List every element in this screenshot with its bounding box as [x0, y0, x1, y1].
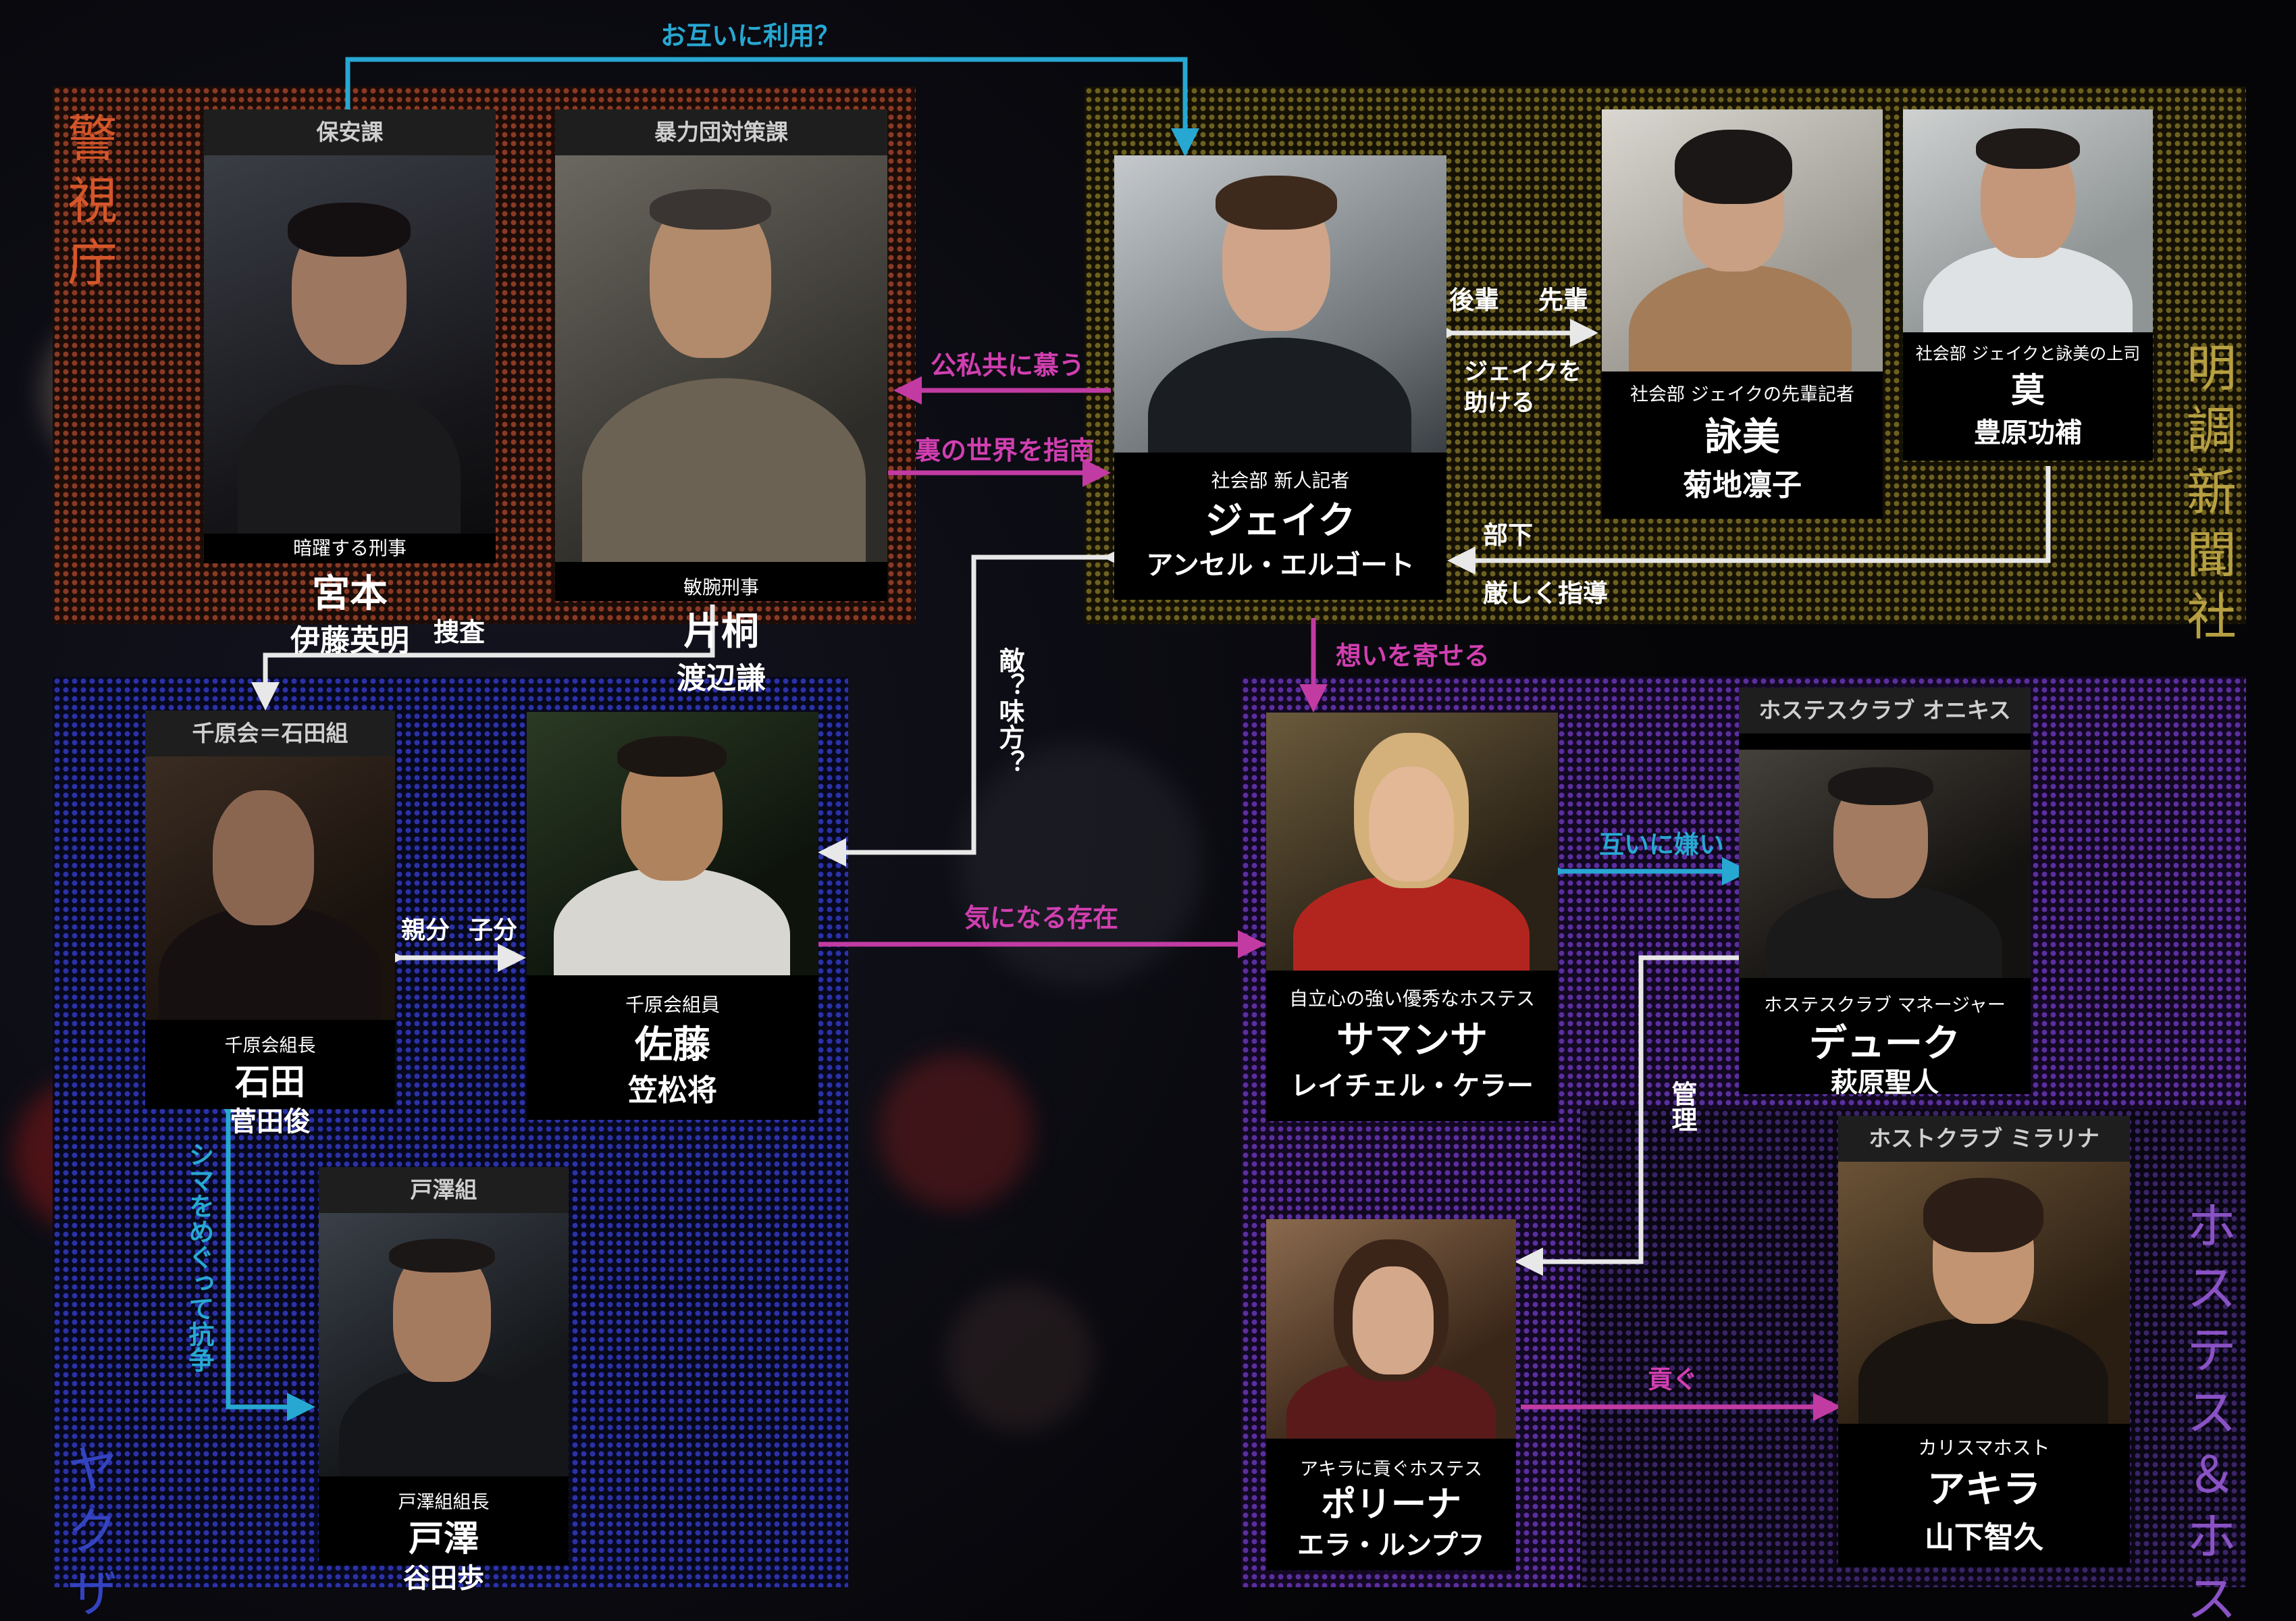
portrait-akira — [1838, 1162, 2130, 1424]
label-junior: 後輩 — [1449, 286, 1499, 315]
label-boss: 親分 — [401, 917, 450, 944]
role: カリスマホスト — [1918, 1437, 2050, 1459]
actor-name: 菊地凛子 — [1683, 468, 1802, 503]
label-enemy-ally: 敵？味方？ — [995, 647, 1024, 775]
group-label-hostess-host: ホステス＆ホスト — [2187, 1198, 2237, 1621]
character-name: ポリーナ — [1320, 1484, 1461, 1525]
actor-name: レイチェル・ケラー — [1290, 1071, 1534, 1102]
label-strict: 厳しく指導 — [1483, 579, 1608, 608]
actor-name: アンセル・エルゴート — [1146, 550, 1415, 581]
card-emi[interactable]: 社会部 ジェイクの先輩記者 詠美 菊地凛子 — [1602, 109, 1883, 519]
character-name: 片桐 — [683, 609, 759, 654]
actor-name: 笠松将 — [628, 1073, 717, 1108]
actor-name: 伊藤英明 — [290, 623, 409, 658]
role: 社会部 ジェイクと詠美の上司 — [1915, 344, 2141, 363]
card-katagiri[interactable]: 暴力団対策課 敏腕刑事 片桐 渡辺謙 — [555, 109, 887, 696]
arrow-manage — [1515, 955, 1749, 1276]
label-mutual-use: お互いに利用？ — [660, 21, 841, 51]
role: 社会部 ジェイクの先輩記者 — [1629, 384, 1855, 405]
card-sato[interactable]: 千原会組員 佐藤 笠松将 — [527, 712, 818, 1120]
card-akira[interactable]: ホストクラブ ミラリナ カリスマホスト アキラ 山下智久 — [1838, 1116, 2130, 1567]
character-name: ジェイク — [1205, 498, 1356, 543]
label-investigation: 捜査 — [434, 617, 486, 647]
actor-name: 豊原功補 — [1974, 417, 2082, 448]
group-label-police: 警視庁 — [68, 110, 118, 292]
portrait-miyamoto — [204, 155, 496, 534]
card-miyamoto[interactable]: 保安課 暗躍する刑事 宮本 伊藤英明 — [204, 109, 496, 658]
portrait-emi — [1602, 109, 1883, 371]
actor-name: 萩原聖人 — [1831, 1067, 1939, 1098]
card-polina[interactable]: アキラに貢ぐホステス ポリーナ エラ・ルンプフ — [1266, 1219, 1516, 1570]
character-name: サマンサ — [1336, 1018, 1488, 1062]
role: 社会部 新人記者 — [1211, 469, 1350, 492]
portrait-samantha — [1266, 713, 1558, 971]
character-name: 佐藤 — [635, 1023, 710, 1067]
label-feelings: 想いを寄せる — [1336, 641, 1490, 671]
card-header: 保安課 — [204, 109, 496, 155]
character-name: 宮本 — [312, 571, 388, 616]
portrait-katagiri — [555, 155, 887, 562]
role: 千原会組員 — [625, 994, 720, 1016]
role: 千原会組長 — [224, 1035, 316, 1056]
group-label-yakuza: ヤクザ — [68, 1441, 118, 1621]
role: ホステスクラブ マネージャー — [1764, 995, 2006, 1016]
portrait-baku — [1903, 109, 2153, 332]
arrow-territory-feud — [214, 1089, 315, 1421]
label-manage: 管理 — [1667, 1081, 1697, 1132]
character-name: 莫 — [2011, 370, 2045, 410]
bokeh-light — [945, 1283, 1094, 1432]
label-public-private: 公私共に慕う — [931, 351, 1085, 380]
character-name: 詠美 — [1704, 415, 1780, 459]
portrait-sato — [527, 712, 818, 975]
portrait-jake — [1114, 155, 1446, 453]
arrow-enemy-ally — [818, 543, 1131, 867]
character-name: 石田 — [234, 1062, 305, 1103]
character-name: 戸澤 — [408, 1518, 479, 1560]
label-support: 貢ぐ — [1648, 1365, 1698, 1394]
bokeh-light — [878, 1054, 1033, 1209]
label-senior: 先輩 — [1538, 286, 1588, 315]
label-curious: 気になる存在 — [964, 903, 1119, 933]
card-jake[interactable]: 社会部 新人記者 ジェイク アンセル・エルゴート — [1114, 155, 1446, 600]
role: 敏腕刑事 — [683, 576, 759, 598]
card-samantha[interactable]: 自立心の強い優秀なホステス サマンサ レイチェル・ケラー — [1266, 713, 1558, 1121]
card-header: ホストクラブ ミラリナ — [1838, 1116, 2130, 1162]
role: 自立心の強い優秀なホステス — [1288, 987, 1535, 1010]
actor-name: 渡辺謙 — [677, 661, 766, 696]
role: アキラに貢ぐホステス — [1300, 1459, 1482, 1480]
card-ishida[interactable]: 千原会＝石田組 千原会組長 石田 菅田俊 — [145, 711, 395, 1137]
label-subordinate: 部下 — [1483, 521, 1533, 550]
card-header: 千原会＝石田組 — [145, 711, 395, 756]
card-header: ホステスクラブ オニキス — [1739, 688, 2031, 734]
card-header: 戸澤組 — [319, 1167, 569, 1213]
arrow-mutual-use — [334, 57, 1199, 157]
character-name: アキラ — [1927, 1467, 2041, 1512]
arrow-investigation — [251, 604, 715, 711]
arrow-strict — [1447, 466, 2051, 575]
label-underworld: 裏の世界を指南 — [915, 436, 1095, 465]
character-name: デューク — [1809, 1021, 1960, 1066]
card-header: 暴力団対策課 — [555, 109, 887, 155]
portrait-duke — [1739, 750, 2031, 978]
portrait-polina — [1266, 1219, 1516, 1439]
card-duke[interactable]: ホステスクラブ オニキス ホステスクラブ マネージャー デューク 萩原聖人 — [1739, 688, 2031, 1098]
label-henchman: 子分 — [469, 917, 518, 944]
card-tozawa[interactable]: 戸澤組 戸澤組組長 戸澤 谷田歩 — [319, 1167, 569, 1594]
card-baku[interactable]: 社会部 ジェイクと詠美の上司 莫 豊原功補 — [1903, 109, 2153, 461]
label-help-1: ジェイクを — [1464, 359, 1582, 386]
role: 暗躍する刑事 — [292, 537, 407, 559]
group-label-newspaper: 明調新聞社 — [2187, 340, 2237, 646]
label-mutual-dislike: 互いに嫌い — [1599, 830, 1724, 859]
portrait-ishida — [145, 756, 395, 1020]
label-territory-feud: シマをめぐって抗争 — [184, 1141, 214, 1372]
actor-name: エラ・ルンプフ — [1297, 1530, 1485, 1561]
label-help-2: 助ける — [1464, 390, 1536, 417]
actor-name: 菅田俊 — [230, 1106, 311, 1137]
role: 戸澤組組長 — [398, 1492, 490, 1513]
portrait-tozawa — [319, 1213, 569, 1476]
actor-name: 山下智久 — [1925, 1520, 2043, 1555]
actor-name: 谷田歩 — [403, 1563, 484, 1594]
